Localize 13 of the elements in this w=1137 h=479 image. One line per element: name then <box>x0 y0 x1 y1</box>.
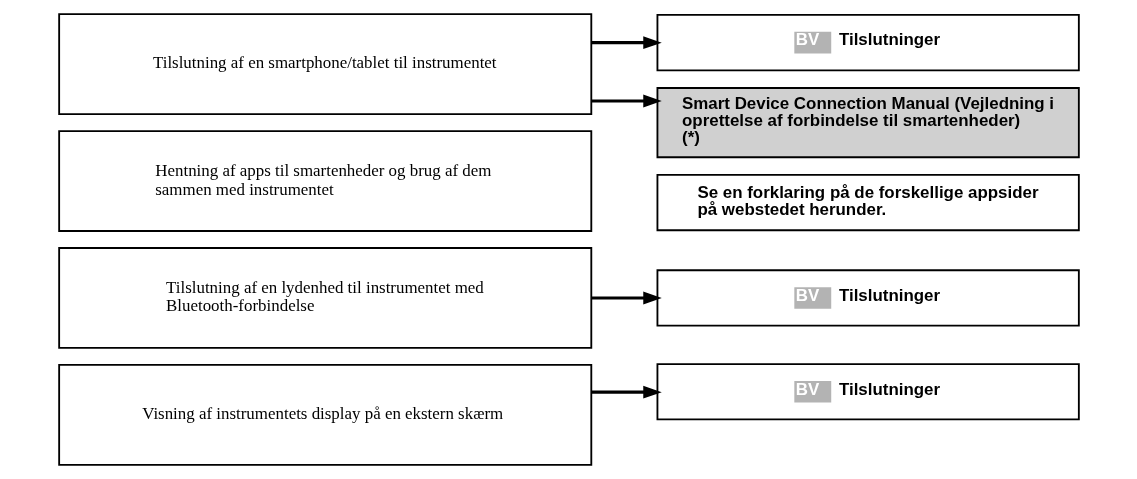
node-box: Se en forklaring på de forskellige appsider på webstedet herunder. <box>656 173 1080 232</box>
arrow <box>591 291 662 305</box>
node-box: Hentning af apps til smartenheder og brug af dem sammen med instrumentet <box>57 130 592 232</box>
node-box: BV Tilslutninger <box>656 363 1080 421</box>
arrow <box>591 36 662 50</box>
node-box: BV Tilslutninger <box>656 14 1080 72</box>
arrow <box>591 94 662 108</box>
node-box: Tilslutning af en lydenhed til instrumentet med Bluetooth-forbindelse <box>57 247 592 349</box>
node-box: Tilslutning af en smartphone/tablet til instrumentet <box>57 13 592 116</box>
node-box: Visning af instrumentets display på en ekstern skærm <box>57 363 592 466</box>
node-box: Smart Device Connection Manual (Vejledning i oprettelse af forbindelse til smartenheder) (*) <box>656 87 1080 159</box>
node-box: BV Tilslutninger <box>656 269 1080 327</box>
arrow <box>591 385 662 399</box>
